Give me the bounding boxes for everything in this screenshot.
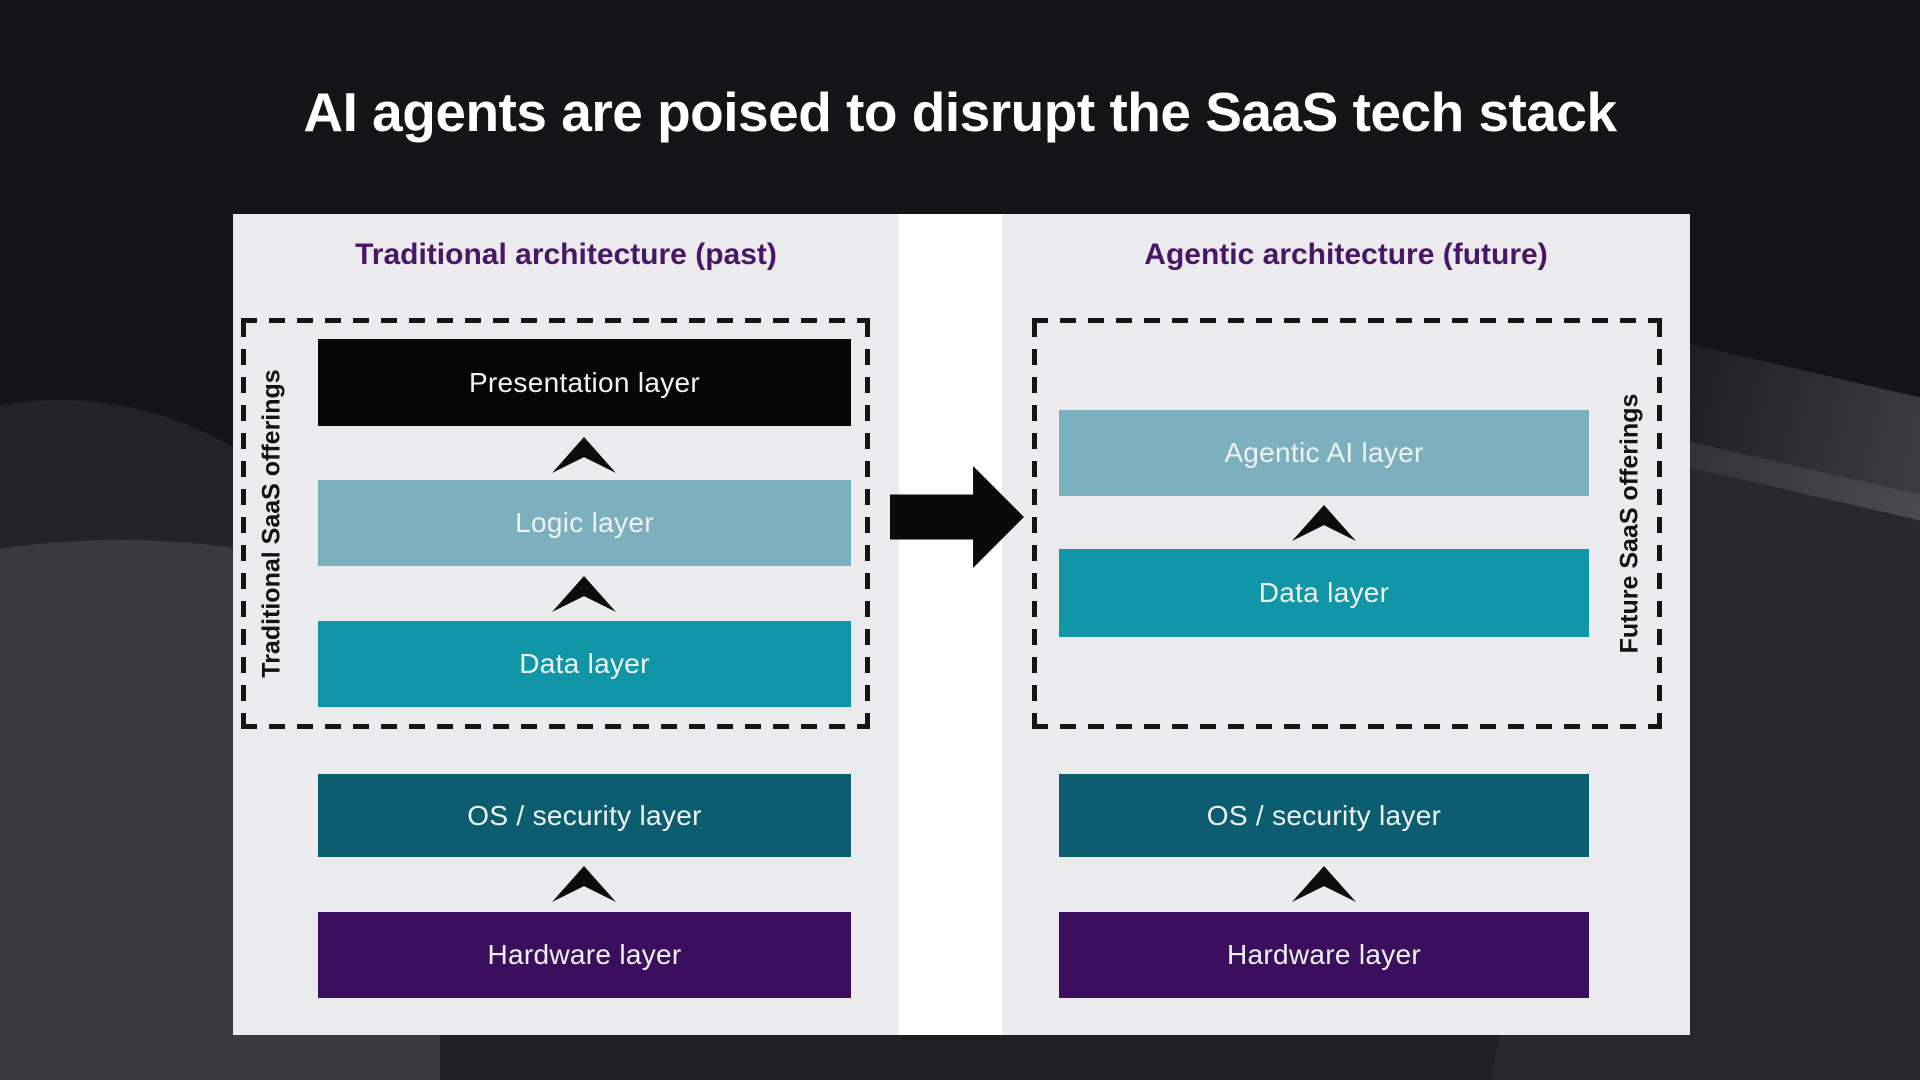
future-saas-offerings-outline — [1032, 318, 1662, 729]
os-security-layer-box-right: OS / security layer — [1059, 774, 1589, 857]
data-layer-box-right: Data layer — [1059, 549, 1589, 637]
presentation-layer-box: Presentation layer — [318, 339, 851, 426]
traditional-saas-offerings-label: Traditional SaaS offerings — [244, 323, 300, 724]
hardware-layer-box-right: Hardware layer — [1059, 912, 1589, 998]
panel-divider — [899, 214, 1002, 1035]
agentic-panel-header: Agentic architecture (future) — [1144, 238, 1548, 271]
traditional-panel-header: Traditional architecture (past) — [355, 238, 777, 271]
logic-layer-box: Logic layer — [318, 480, 851, 566]
future-saas-offerings-label: Future SaaS offerings — [1602, 323, 1658, 724]
hardware-layer-box-left: Hardware layer — [318, 912, 851, 998]
future-saas-offerings-text: Future SaaS offerings — [1615, 393, 1644, 654]
slide-title: AI agents are poised to disrupt the SaaS… — [303, 81, 1617, 143]
data-layer-box-left: Data layer — [318, 621, 851, 707]
traditional-saas-offerings-text: Traditional SaaS offerings — [257, 369, 286, 678]
agentic-ai-layer-box: Agentic AI layer — [1059, 410, 1589, 496]
os-security-layer-box-left: OS / security layer — [318, 774, 851, 857]
